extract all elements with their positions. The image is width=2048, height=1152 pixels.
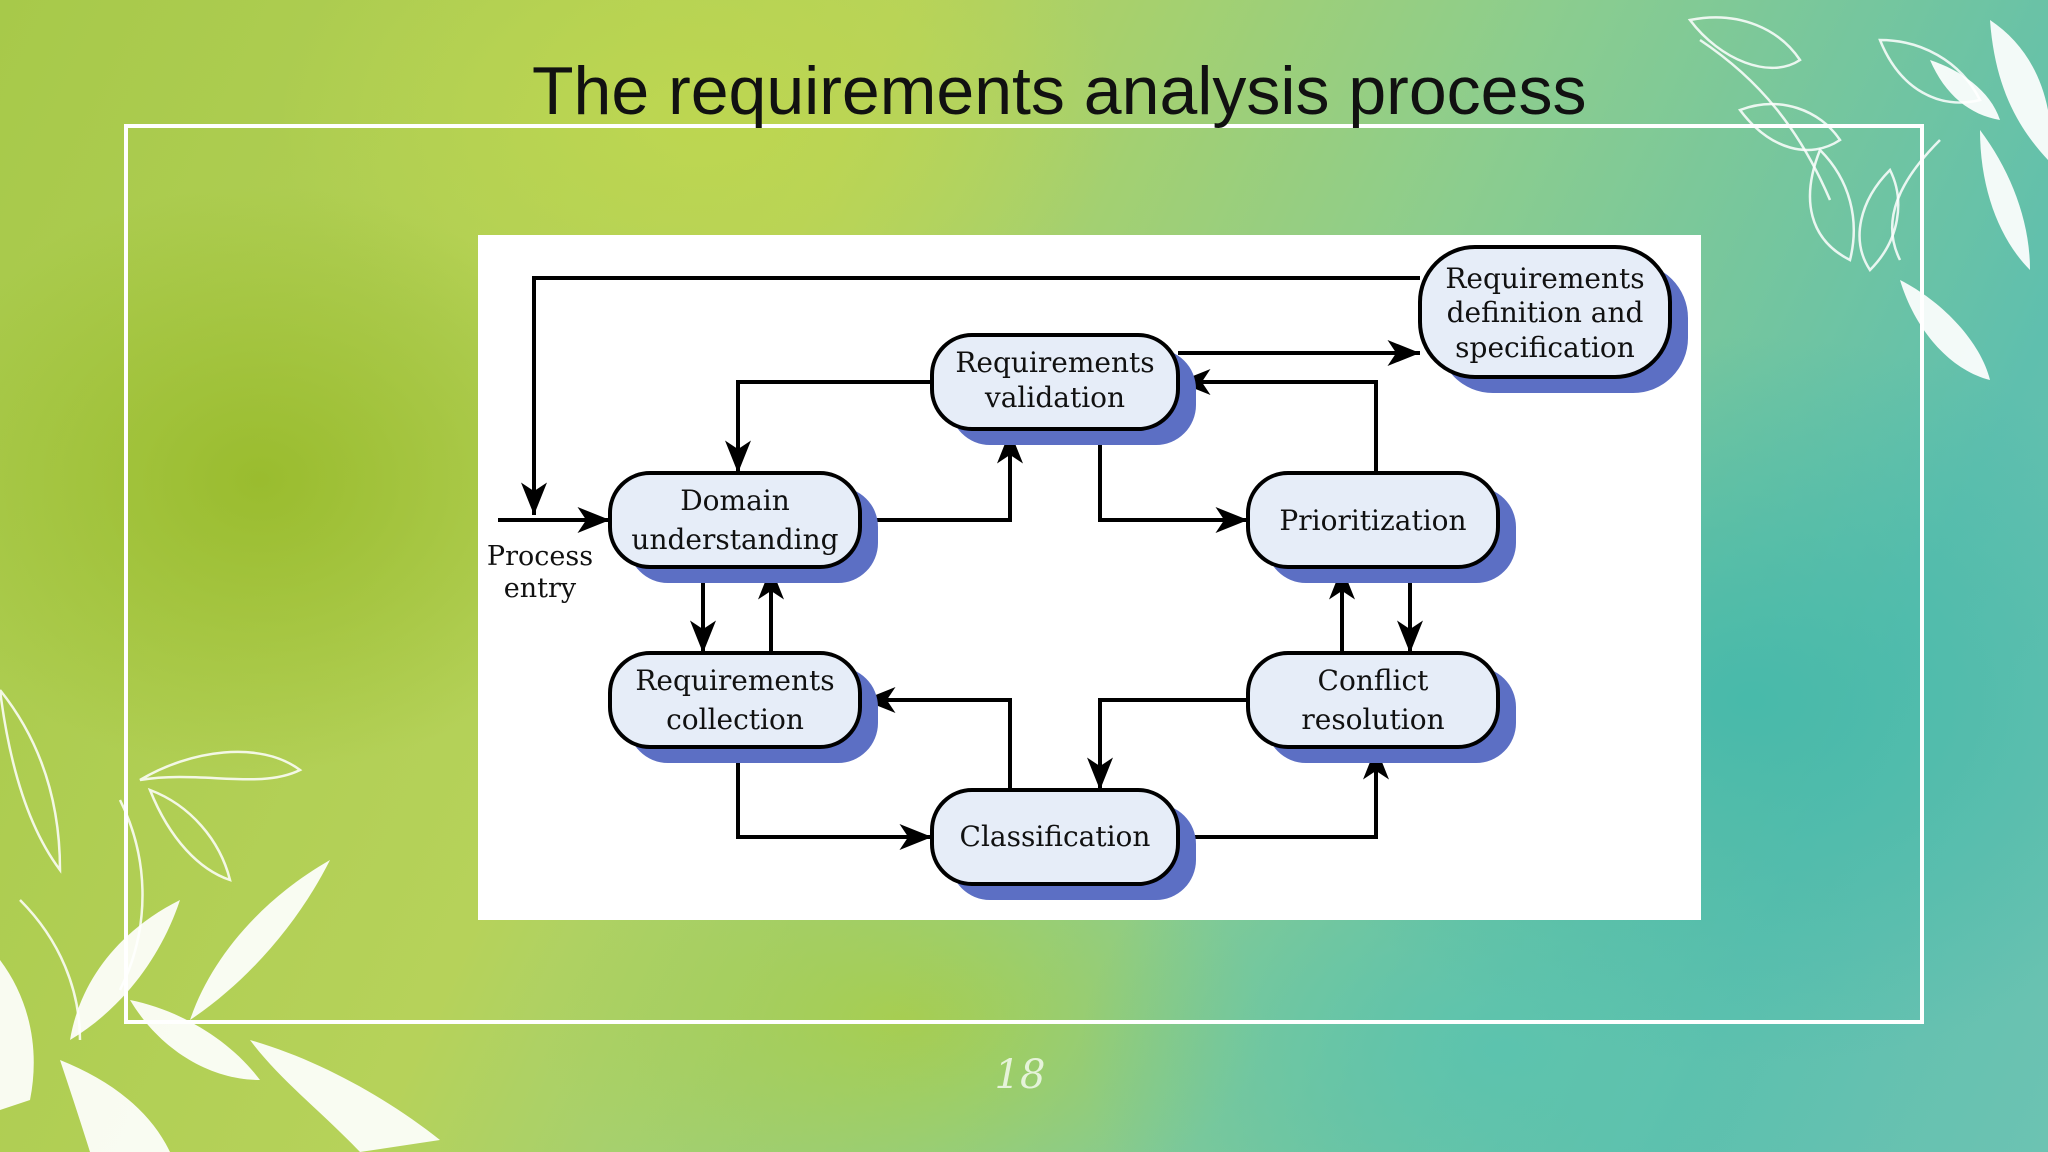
domain-understanding-line2: understanding — [631, 523, 838, 556]
arrow-conflict-to-classification — [1087, 698, 1248, 790]
node-conflict-resolution: Conflict resolution — [1246, 651, 1516, 763]
node-prioritization: Prioritization — [1246, 471, 1516, 583]
conflict-resolution-line1: Conflict — [1318, 664, 1430, 697]
diagram-panel: Process entry Requirements definition an… — [478, 235, 1701, 920]
node-domain-understanding: Domain understanding — [608, 471, 878, 583]
requirements-collection-line1: Requirements — [635, 664, 834, 697]
slide-title: The requirements analysis process — [532, 53, 1587, 129]
slide-frame — [124, 124, 1924, 1024]
node-requirements-definition: Requirements definition and specificatio… — [1418, 245, 1688, 393]
requirements-validation-line1: Requirements — [955, 346, 1154, 379]
arrow-classification-to-conflict — [1178, 747, 1389, 839]
arrow-classification-to-collection — [863, 687, 1012, 790]
conflict-resolution-line2: resolution — [1301, 703, 1444, 736]
requirements-definition-line2: definition and — [1447, 296, 1644, 329]
requirements-definition-line3: specification — [1455, 331, 1635, 364]
arrow-domain-to-validation — [863, 431, 1023, 522]
arrow-prioritization-to-validation — [1178, 369, 1378, 473]
node-classification: Classification — [930, 788, 1196, 900]
classification-label: Classification — [960, 820, 1151, 853]
node-requirements-validation: Requirements validation — [930, 333, 1196, 445]
requirements-collection-line2: collection — [666, 703, 804, 736]
process-entry-label-line2: entry — [504, 573, 577, 604]
page-number: 18 — [994, 1052, 1046, 1098]
arrow-validation-to-domain — [725, 380, 932, 473]
domain-understanding-line1: Domain — [680, 484, 790, 517]
node-requirements-collection: Requirements collection — [608, 651, 878, 763]
process-diagram: Process entry Requirements definition an… — [487, 245, 1688, 900]
arrow-collection-to-classification — [736, 747, 932, 850]
arrow-definition-to-entry — [521, 276, 1420, 515]
requirements-validation-line2: validation — [984, 381, 1125, 414]
arrow-validation-to-prioritization — [1098, 431, 1248, 533]
requirements-definition-line1: Requirements — [1445, 262, 1644, 295]
prioritization-label: Prioritization — [1279, 504, 1466, 537]
process-entry-label-line1: Process — [487, 541, 593, 572]
